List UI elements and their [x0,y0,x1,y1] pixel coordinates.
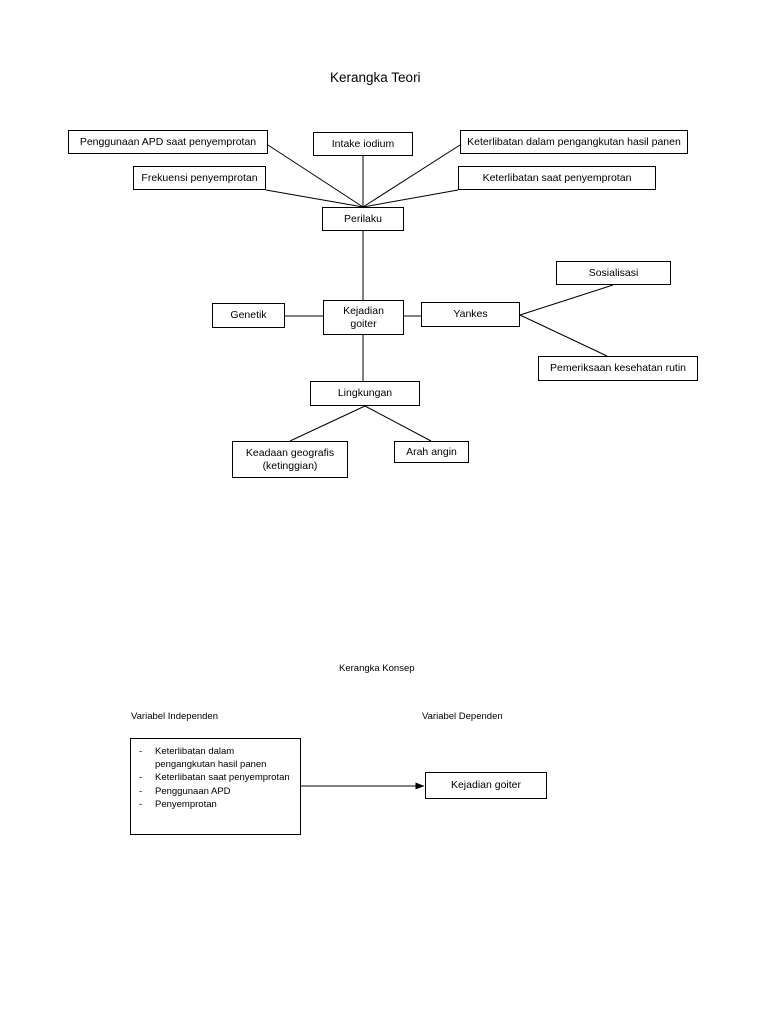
bullet-marker: - [139,785,143,797]
node-keadaan-geografis[interactable]: Keadaan geografis (ketinggian) [232,441,348,478]
edge-keterlibatan-perilaku [362,189,459,208]
edge-frekuensi-perilaku [265,189,364,208]
node-keterlibatan-penyemprotan[interactable]: Keterlibatan saat penyemprotan [458,166,656,190]
edge-lingkungan-arahangin [364,405,432,442]
page-title: Kerangka Teori [330,70,421,85]
node-lingkungan[interactable]: Lingkungan [310,381,420,406]
node-yankes[interactable]: Yankes [421,302,520,327]
node-genetik[interactable]: Genetik [212,303,285,328]
node-dependent-kejadian-goiter[interactable]: Kejadian goiter [425,772,547,799]
node-pemeriksaan-kesehatan-rutin[interactable]: Pemeriksaan kesehatan rutin [538,356,698,381]
list-item-label: Penggunaan APD [155,785,231,797]
section-subtitle: Kerangka Konsep [339,663,415,674]
label-variabel-independen: Variabel Independen [131,711,218,722]
list-item-label: Penyemprotan [155,799,217,811]
independent-variables-box[interactable]: - Keterlibatan dalam pengangkutan hasil … [130,738,301,835]
node-sosialisasi[interactable]: Sosialisasi [556,261,671,285]
node-perilaku[interactable]: Perilaku [322,207,404,231]
list-item: - Penyemprotan [139,799,294,812]
edge-yankes-pemeriksaan [519,314,608,357]
list-item: - Keterlibatan saat penyemprotan [139,772,294,785]
label-variabel-dependen: Variabel Dependen [422,711,503,722]
node-keadaan-geografis-line2: (ketinggian) [262,459,318,472]
node-keterlibatan-pengangkutan[interactable]: Keterlibatan dalam pengangkutan hasil pa… [460,130,688,154]
node-frekuensi-penyemprotan[interactable]: Frekuensi penyemprotan [133,166,266,190]
node-kejadian-goiter[interactable]: Kejadian goiter [323,300,404,335]
node-kejadian-goiter-line1: Kejadian [343,305,384,318]
bullet-marker: - [139,799,143,811]
node-penggunaan-apd[interactable]: Penggunaan APD saat penyemprotan [68,130,268,154]
node-keadaan-geografis-line1: Keadaan geografis [245,447,335,460]
bullet-marker: - [139,746,143,757]
list-item: - Keterlibatan dalam pengangkutan hasil … [139,746,294,771]
bullet-marker: - [139,772,143,784]
list-item-label: Keterlibatan dalam pengangkutan hasil pa… [155,746,267,770]
node-intake-iodium[interactable]: Intake iodium [313,132,413,156]
edge-lingkungan-geografis [289,405,366,442]
list-item-label: Keterlibatan saat penyemprotan [155,772,290,784]
node-arah-angin[interactable]: Arah angin [394,441,469,463]
list-item: - Penggunaan APD [139,786,294,799]
node-kejadian-goiter-line2: goiter [350,317,377,330]
edge-yankes-sosialisasi [519,284,614,316]
